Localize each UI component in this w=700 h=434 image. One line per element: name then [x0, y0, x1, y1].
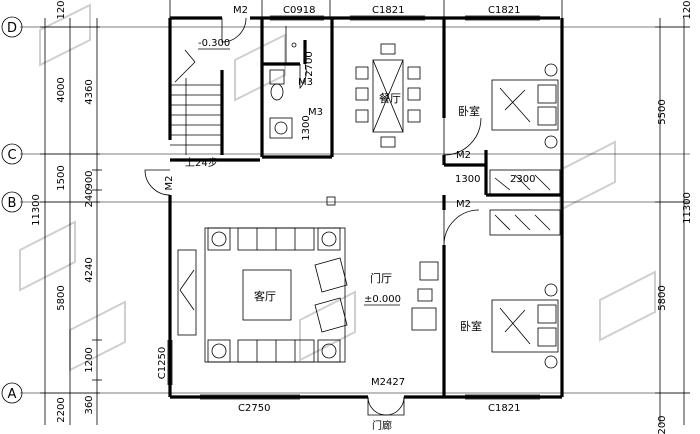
left-dimensions: 4000 1500 11300 5800 2200 4360 900 240 4… — [31, 0, 102, 425]
door-m2-bedroom2: M2 — [456, 199, 471, 210]
dim-200: 200 — [657, 415, 668, 434]
door-m3-upper: M3 — [308, 107, 323, 118]
level-lower: -0.300 — [198, 38, 230, 49]
window-c1821-bedroom: C1821 — [488, 5, 520, 16]
room-label-living: 客厅 — [254, 289, 276, 303]
dim-5800-right: 5800 — [657, 285, 668, 310]
axis-bubble-c: C — [1, 143, 23, 165]
bedroom-bottom: 卧室 — [460, 209, 561, 369]
window-c2750: C2750 — [238, 403, 270, 414]
dim-360: 360 — [84, 395, 95, 414]
room-label-dining: 餐厅 — [379, 91, 401, 105]
axis-bubble-b: B — [1, 191, 23, 213]
hall: 门厅 ±0.000 门廊 — [364, 261, 439, 432]
living-room-furniture: 客厅 — [177, 227, 348, 363]
dim-wc-2700: 2700 — [304, 51, 315, 76]
dim-120-right: 120 — [682, 0, 693, 19]
window-c1821-dining: C1821 — [372, 5, 404, 16]
stair-label: 上24步 — [185, 157, 218, 169]
room-label-porch: 门廊 — [372, 419, 392, 432]
dim-1200: 1200 — [84, 347, 95, 372]
door-m3-lower: M3 — [298, 77, 313, 88]
window-c1250: C1250 — [157, 347, 168, 379]
window-c1821-bottom: C1821 — [488, 403, 520, 414]
dim-mid-2300: 2300 — [510, 174, 535, 185]
doors: M2 M3 M2 M2 M2 M2427 — [144, 5, 482, 416]
top-reference-lines — [169, 0, 563, 18]
axis-label-a: A — [8, 387, 17, 402]
door-m2-left: M2 — [164, 176, 175, 191]
door-m2427: M2427 — [371, 377, 405, 388]
level-zero: ±0.000 — [364, 294, 401, 305]
right-dimensions: 5500 11300 5800 200 120 — [655, 0, 693, 434]
axis-label-c: C — [7, 148, 16, 163]
dim-120-left: 120 — [56, 0, 67, 19]
axis-bubble-a: A — [1, 382, 23, 404]
dim-4360: 4360 — [84, 79, 95, 104]
dim-4000: 4000 — [56, 77, 67, 102]
dim-11300-right: 11300 — [682, 192, 693, 224]
window-c0918: C0918 — [283, 5, 315, 16]
bedroom-top: 卧室 1300 2300 — [455, 63, 561, 196]
room-label-bedroom-bottom: 卧室 — [460, 319, 482, 333]
bathroom-fixtures: 2700 1300 M3 — [269, 26, 315, 141]
room-label-bedroom-top: 卧室 — [458, 104, 480, 118]
axis-bubble-d: D — [1, 16, 23, 38]
watermark-layer — [19, 3, 656, 372]
room-label-hall: 门厅 — [370, 271, 392, 285]
door-m2-top: M2 — [233, 5, 248, 16]
dim-5500: 5500 — [657, 99, 668, 124]
dim-240: 240 — [84, 188, 95, 207]
stair: 上24步 -0.300 — [170, 38, 230, 169]
windows: C0918 C1821 C1821 C2750 C1821 C1250 — [157, 5, 540, 414]
dim-1500: 1500 — [56, 165, 67, 190]
axis-grid — [20, 26, 690, 394]
dim-5800-left: 5800 — [56, 285, 67, 310]
dim-4240: 4240 — [84, 257, 95, 282]
dim-900: 900 — [84, 170, 95, 189]
dining-table: 餐厅 — [355, 43, 421, 148]
column-marker — [326, 196, 336, 206]
dim-mid-1300: 1300 — [455, 174, 480, 185]
dim-11300-left: 11300 — [31, 194, 42, 226]
walls — [168, 16, 564, 399]
door-m2-bedroom1: M2 — [456, 150, 471, 161]
axis-label-b: B — [8, 196, 17, 211]
dim-2200: 2200 — [56, 397, 67, 422]
axis-label-d: D — [7, 21, 17, 36]
dim-wc-1300: 1300 — [301, 115, 312, 140]
